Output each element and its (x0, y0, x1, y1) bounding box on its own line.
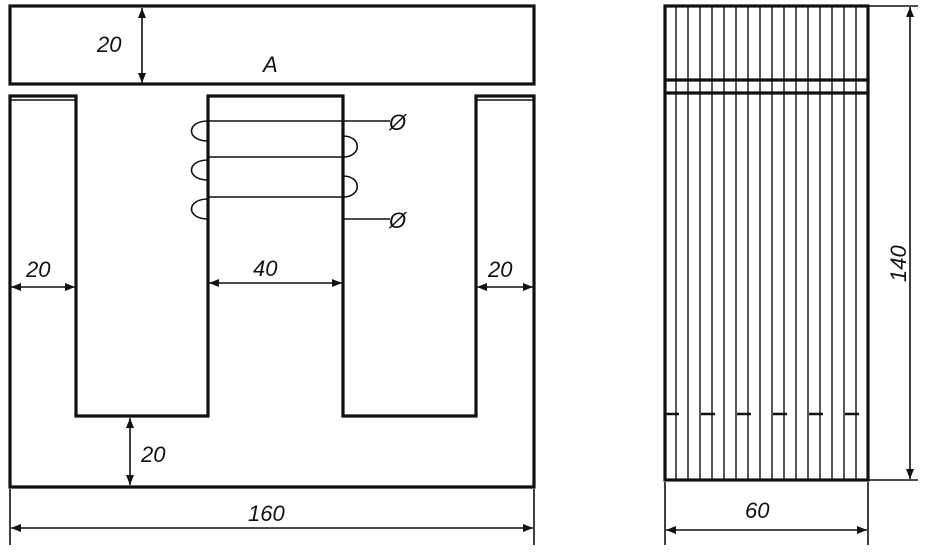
dim-depth-label: 60 (745, 498, 770, 523)
dim-total-width-label: 160 (248, 501, 285, 526)
dim-bottom-yoke-label: 20 (140, 442, 166, 467)
label-a: A (261, 52, 278, 77)
side-view: 140 60 (663, 4, 918, 545)
dim-right-leg-label: 20 (487, 257, 513, 282)
dim-center-leg-label: 40 (253, 256, 278, 281)
winding-coil (190, 120, 390, 220)
top-yoke (8, 4, 536, 86)
dim-left-leg-label: 20 (25, 257, 51, 282)
side-outline (663, 4, 870, 482)
e-core (8, 94, 536, 489)
dim-top-yoke-label: 20 (96, 32, 122, 57)
laminations (675, 6, 857, 480)
terminal-top: Ø (388, 110, 408, 135)
terminal-bottom: Ø (388, 208, 408, 233)
dim-height-label: 140 (886, 245, 911, 282)
front-view: Ø Ø A 20 20 40 20 20 160 (8, 4, 536, 545)
